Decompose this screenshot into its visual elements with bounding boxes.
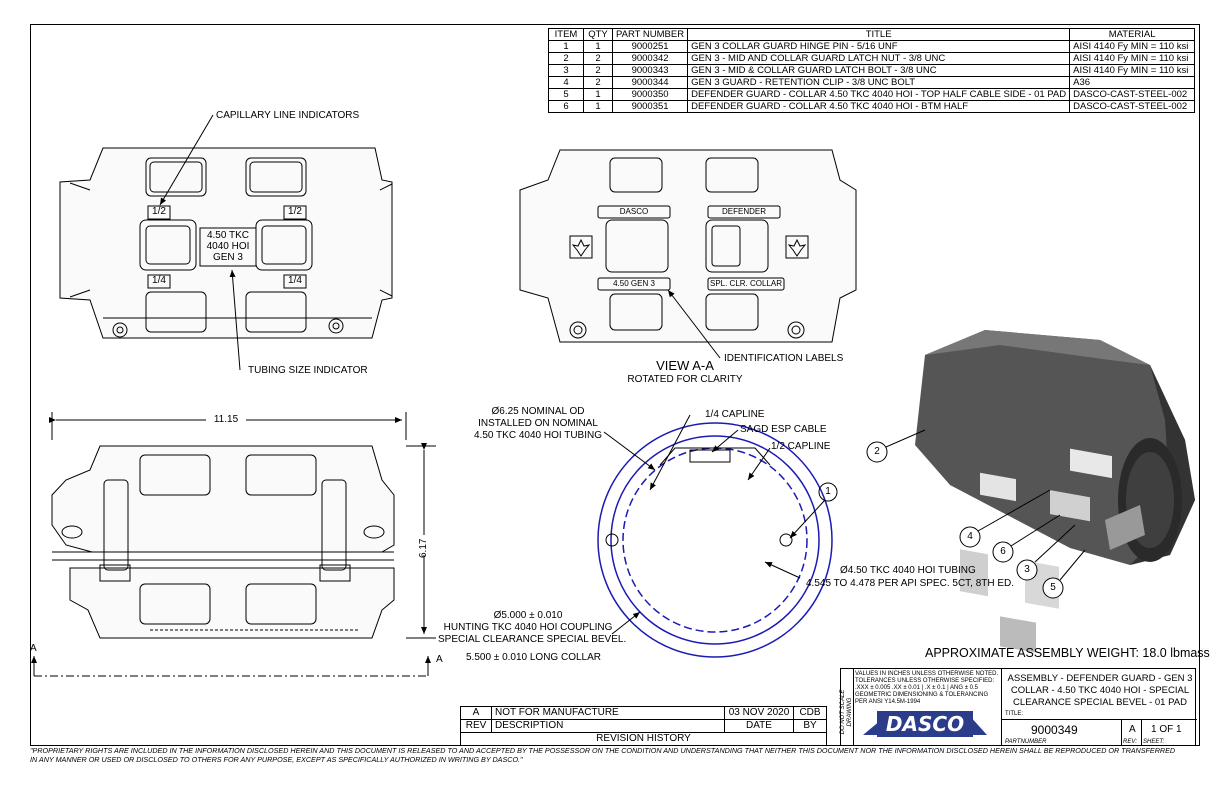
part-number-caption: PARTNUMBER: [1005, 739, 1047, 745]
tag-spl: SPL. CLR. COLLAR: [709, 279, 783, 288]
balloon-5: 5: [1050, 582, 1056, 593]
revision-header-row: REV DESCRIPTION DATE BY: [460, 719, 827, 733]
tag-defender: DEFENDER: [721, 207, 766, 216]
coupling-line3: SPECIAL CLEARANCE SPECIAL BEVEL.: [438, 634, 627, 645]
tag-dasco: DASCO: [619, 207, 649, 216]
revision-header-by: BY: [793, 719, 827, 733]
revision-footer-row: REVISION HISTORY: [460, 732, 827, 746]
rev-divider: [1121, 719, 1122, 745]
nominal-od-line3: 4.50 TKC 4040 HOI TUBING: [473, 430, 603, 441]
section-marker-left: A: [30, 643, 37, 654]
tag-gen: 4.50 GEN 3: [613, 279, 655, 288]
bom-cell: DASCO-CAST-STEEL-002: [1069, 100, 1196, 113]
isometric-view: [866, 330, 1195, 653]
sagd-cable-label: SAGD ESP CABLE: [740, 424, 827, 435]
section-view: [597, 414, 838, 658]
logo-text: DASCO: [877, 711, 973, 737]
revision-by: CDB: [793, 706, 827, 720]
balloon-4: 4: [967, 531, 973, 542]
quarter-capline-label: 1/4 CAPLINE: [705, 409, 765, 420]
size-stamp-line3: GEN 3: [212, 252, 243, 263]
capline-half-right: 1/2: [288, 206, 302, 217]
revision-header-rev: REV: [460, 719, 492, 733]
bom-header-row: ITEM QTY PART NUMBER TITLE MATERIAL: [548, 28, 1196, 41]
note-line: TOLERANCES UNLESS OTHERWISE SPECIFIED:: [855, 678, 995, 684]
view-title: VIEW A-A: [656, 358, 714, 373]
capline-quarter-left: 1/4: [152, 275, 166, 286]
size-stamp: 4.50 TKC 4040 HOI GEN 3: [200, 230, 256, 263]
coupling-note: Ø5.000 ± 0.010 HUNTING TKC 4040 HOI COUP…: [438, 610, 627, 646]
do-not-scale-label: DO NOT SCALE DRAWING: [840, 689, 853, 735]
note-line: PER ANSI Y14.5M-1994: [855, 699, 921, 705]
nominal-od-line2: INSTALLED ON NOMINAL: [478, 418, 598, 429]
revision-letter: A: [460, 706, 492, 720]
title-line3: CLEARANCE SPECIAL BEVEL - 01 PAD: [1013, 697, 1187, 708]
height-dimension: 6.17: [418, 538, 429, 558]
half-capline-label: 1/2 CAPLINE: [771, 441, 831, 452]
size-stamp-line2: 4040 HOI: [206, 241, 250, 252]
proprietary-notice: "PROPRIETARY RIGHTS ARE INCLUDED IN THE …: [30, 746, 1176, 764]
drawing-border: [30, 24, 1200, 746]
bom-cell: 1: [583, 100, 613, 113]
tubing-tolerance-label: 4.545 TO 4.478 PER API SPEC. 5CT, 8TH ED…: [806, 578, 1015, 589]
balloon-6: 6: [1000, 546, 1006, 557]
title-divider: [1001, 669, 1002, 745]
title-underline: [1001, 719, 1197, 720]
dasco-logo: DASCO: [863, 711, 987, 737]
note-line: VALUES IN INCHES UNLESS OTHERWISE NOTED.: [855, 671, 999, 677]
coupling-line2: HUNTING TKC 4040 HOI COUPLING: [443, 622, 613, 633]
balloon-1: 1: [825, 486, 831, 497]
size-stamp-line1: 4.50 TKC: [206, 230, 250, 241]
capillary-indicator-label: CAPILLARY LINE INDICATORS: [216, 110, 360, 121]
collar-length-label: 5.500 ± 0.010 LONG COLLAR: [466, 652, 602, 663]
tubing-size-indicator-label: TUBING SIZE INDICATOR: [248, 365, 368, 376]
dns-strip: DO NOT SCALE DRAWING: [840, 669, 854, 745]
title-block: DO NOT SCALE DRAWING VALUES IN INCHES UN…: [840, 668, 1197, 746]
identification-labels-callout: IDENTIFICATION LABELS: [724, 353, 844, 364]
revision-header-date: DATE: [724, 719, 794, 733]
view-a-a: [519, 149, 857, 359]
section-marker-right: A: [436, 654, 443, 665]
sheet-divider: [1141, 719, 1142, 745]
capline-half-left: 1/2: [152, 206, 166, 217]
nominal-od-line1: Ø6.25 NOMINAL OD: [491, 406, 585, 417]
revision-header-description: DESCRIPTION: [491, 719, 725, 733]
sheet-caption: SHEET:: [1143, 739, 1165, 745]
tubing-od-label: Ø4.50 TKC 4040 HOI TUBING: [840, 565, 976, 576]
title-caption: TITLE:: [1005, 711, 1024, 717]
revision-history-label: REVISION HISTORY: [460, 732, 827, 746]
drawing-title: ASSEMBLY - DEFENDER GUARD - GEN 3 COLLAR…: [1005, 673, 1195, 709]
bom-cell: DEFENDER GUARD - COLLAR 4.50 TKC 4040 HO…: [687, 100, 1071, 113]
coupling-line1: Ø5.000 ± 0.010: [493, 610, 563, 621]
capline-quarter-right: 1/4: [288, 275, 302, 286]
revision-description: NOT FOR MANUFACTURE: [491, 706, 725, 720]
part-number: 9000349: [1031, 723, 1078, 737]
balloon-2: 2: [874, 446, 880, 457]
nominal-od-note: Ø6.25 NOMINAL OD INSTALLED ON NOMINAL 4.…: [468, 406, 608, 442]
title-line2: COLLAR - 4.50 TKC 4040 HOI - SPECIAL: [1010, 685, 1190, 696]
note-line: GEOMETRIC DIMENSIONING & TOLERANCING: [855, 692, 989, 698]
tolerance-notes: VALUES IN INCHES UNLESS OTHERWISE NOTED.…: [855, 671, 1005, 706]
bom-cell: 6: [548, 100, 584, 113]
note-line: .XXX ± 0.005 .XX ± 0.01 | .X ± 0.1 | ANG…: [855, 685, 979, 691]
side-view: [31, 412, 436, 677]
bom-cell: 9000351: [611, 100, 689, 113]
top-view: [59, 114, 393, 371]
width-dimension: 11.15: [213, 414, 239, 425]
revision-table: A NOT FOR MANUFACTURE 03 NOV 2020 CDB RE…: [460, 706, 827, 746]
balloon-3: 3: [1024, 564, 1030, 575]
revision-row: A NOT FOR MANUFACTURE 03 NOV 2020 CDB: [460, 706, 827, 720]
view-subtitle: ROTATED FOR CLARITY: [627, 374, 743, 385]
rev-caption: REV:: [1123, 739, 1137, 745]
assembly-weight: APPROXIMATE ASSEMBLY WEIGHT: 18.0 lbmass: [925, 646, 1210, 660]
revision-date: 03 NOV 2020: [724, 706, 794, 720]
drawing-rev: A: [1129, 724, 1136, 735]
sheet-number: 1 OF 1: [1151, 724, 1182, 735]
title-line1: ASSEMBLY - DEFENDER GUARD - GEN 3: [1007, 673, 1193, 684]
